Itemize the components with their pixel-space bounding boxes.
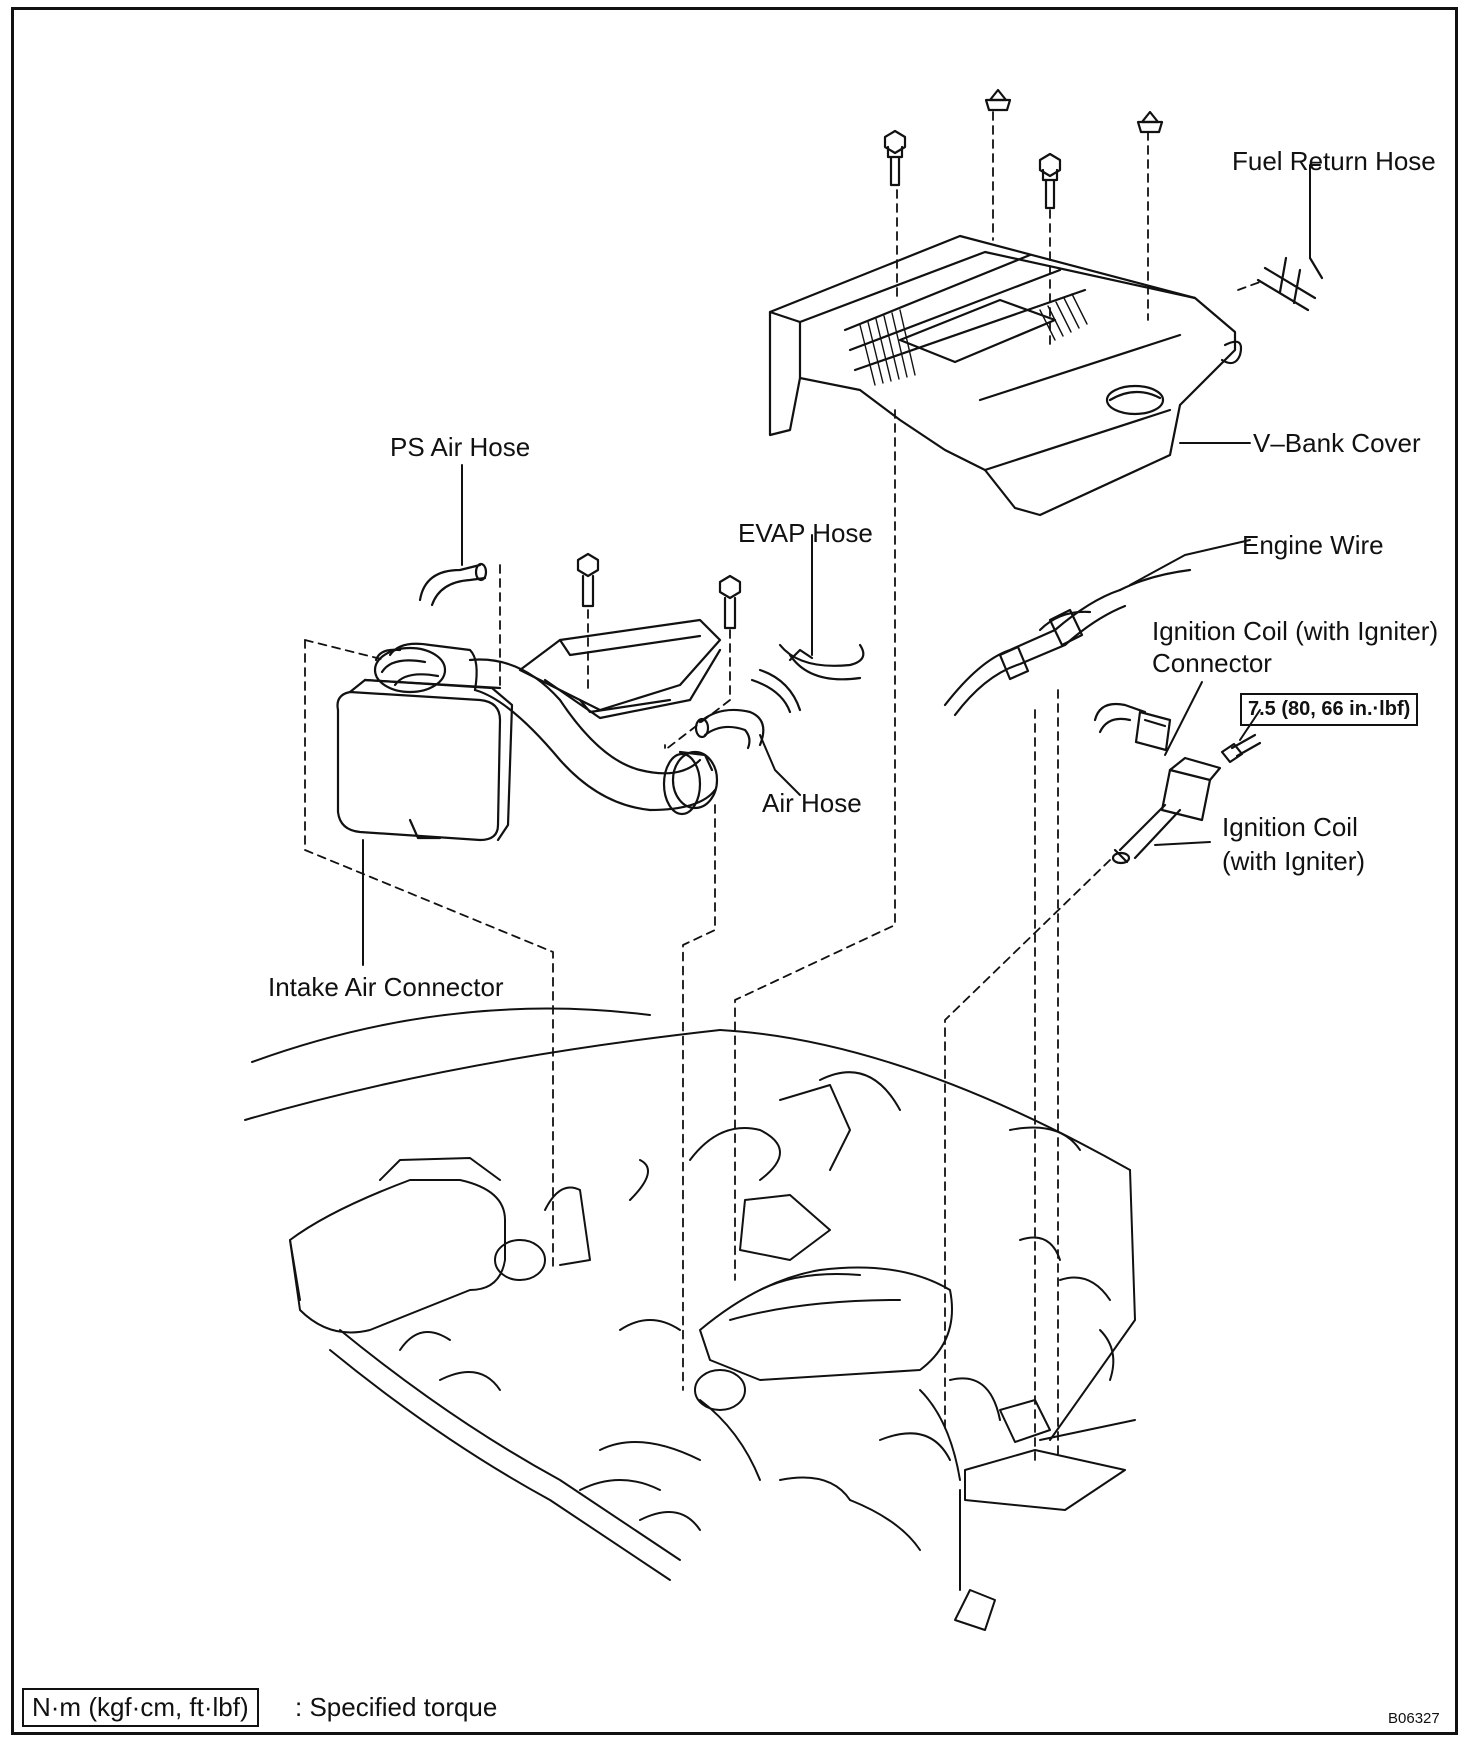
air-hose-drawing [694, 708, 765, 750]
coil-connector-label-line1: Ignition Coil (with Igniter) [1152, 616, 1439, 646]
legend-description: : Specified torque [295, 1692, 498, 1722]
ps-air-hose-label: PS Air Hose [390, 432, 531, 462]
assembly-lines [304, 111, 1261, 1461]
ignition-coil-connector-drawing [1093, 702, 1172, 752]
ignition-coil-label-line2: (with Igniter) [1222, 846, 1366, 876]
engine-bay-drawing [244, 1007, 1136, 1631]
cover-fasteners [883, 88, 1164, 210]
evap-hose-label: EVAP Hose [738, 518, 873, 548]
fuel-return-hose-drawing [1256, 256, 1324, 312]
ignition-coil-label-line1: Ignition Coil [1222, 812, 1358, 842]
v-bank-cover-drawing [768, 234, 1243, 517]
ps-air-hose-drawing [418, 562, 488, 607]
fuel-return-hose-label: Fuel Return Hose [1232, 146, 1436, 176]
intake-air-connector-drawing [336, 618, 722, 842]
intake-air-connector-label: Intake Air Connector [268, 972, 504, 1002]
ignition-coil-drawing [1111, 756, 1222, 865]
engine-wire-drawing [943, 568, 1192, 717]
torque-unit-box: N·m (kgf·cm, ft·lbf) [22, 1688, 259, 1727]
torque-spec-box: 7.5 (80, 66 in.·lbf) [1240, 693, 1419, 726]
leader-lines [362, 164, 1321, 966]
torque-bolt [1220, 733, 1262, 764]
engine-wire-label: Engine Wire [1242, 530, 1384, 560]
evap-hose-drawing [750, 643, 865, 714]
v-bank-cover-label: V–Bank Cover [1253, 428, 1421, 458]
figure-code: B06327 [1388, 1710, 1440, 1727]
air-hose-label: Air Hose [762, 788, 862, 818]
diagram-frame [11, 7, 1458, 1735]
coil-connector-label-line2: Connector [1152, 648, 1272, 678]
intake-bolts [576, 552, 742, 630]
